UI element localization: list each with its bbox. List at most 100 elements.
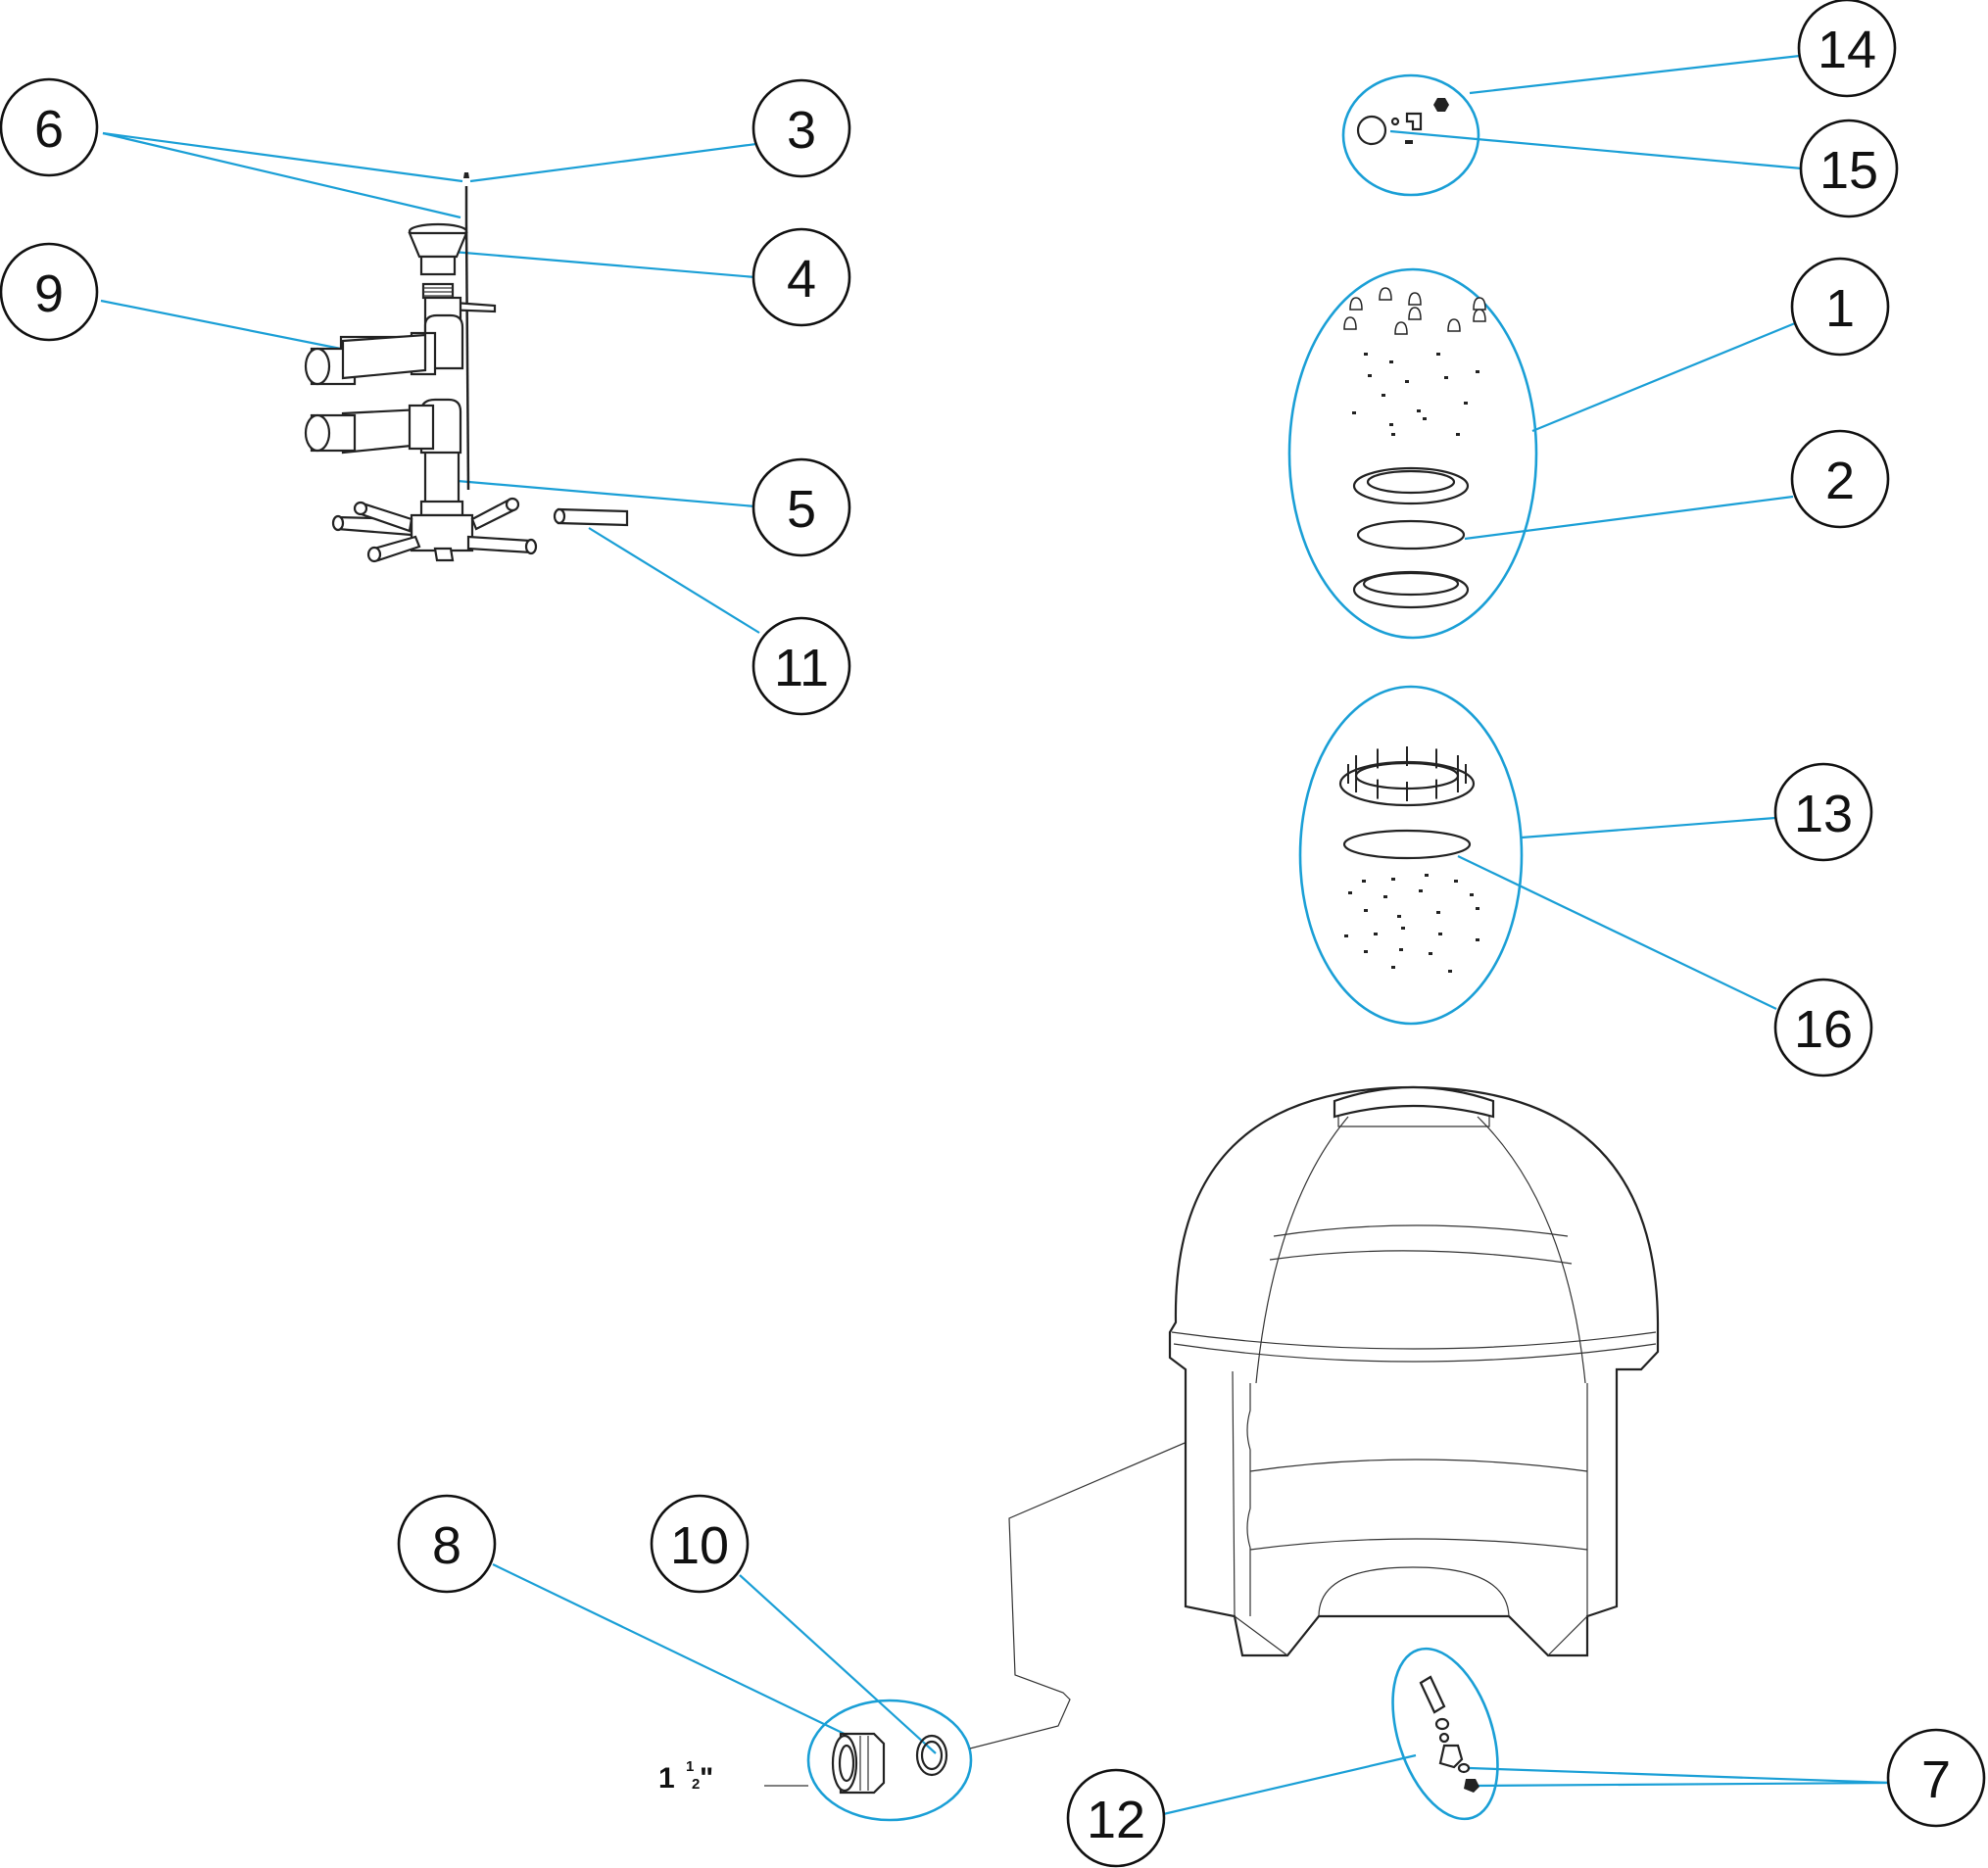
- flange-hole-1: [1391, 878, 1395, 881]
- flange-hole-14: [1401, 927, 1405, 930]
- flange-hole-16: [1476, 938, 1479, 941]
- group-ellipse-lid: [1287, 267, 1538, 640]
- lid-cap-nut-5: [1394, 321, 1408, 335]
- lid-hole-8: [1417, 409, 1421, 412]
- callout-14: 14: [1797, 0, 1897, 98]
- callout-9-label: 9: [34, 264, 64, 323]
- leader-10: [739, 1574, 937, 1754]
- callout-1: 1: [1790, 257, 1890, 357]
- lid-hole-7: [1382, 394, 1385, 397]
- drain-group: [1419, 1675, 1479, 1793]
- leader-4: [452, 250, 756, 279]
- lid-hole-6: [1476, 370, 1479, 373]
- lid-cover-top: [1362, 571, 1460, 597]
- lid-hole-2: [1436, 353, 1440, 356]
- callout-7-label: 7: [1921, 1750, 1951, 1809]
- callout-11-label: 11: [774, 639, 829, 697]
- lateral-left-back-tip: [331, 514, 345, 532]
- flange-hole-21: [1448, 970, 1452, 973]
- leader-1: [1531, 321, 1796, 433]
- funnel-part-4: [408, 231, 468, 259]
- lid-cap-nut-2: [1408, 292, 1422, 306]
- lateral-right-front: [466, 535, 533, 554]
- size-denominator: 2: [692, 1776, 700, 1793]
- leader-12: [1158, 1753, 1417, 1817]
- flange-hole-10: [1436, 911, 1440, 914]
- lateral-part-11: [557, 507, 629, 527]
- leader-6b: [102, 131, 461, 219]
- tank-window-left: [1246, 1383, 1251, 1616]
- callout-14-label: 14: [1818, 21, 1876, 79]
- valve-knob: [1356, 115, 1387, 146]
- tank-seam-2: [1173, 1343, 1657, 1363]
- callout-8: 8: [397, 1494, 497, 1594]
- pipe-upper-horizontal-left: [341, 333, 427, 380]
- tank-base-opening: [1318, 1566, 1510, 1617]
- callout-16: 16: [1773, 978, 1873, 1078]
- lid-hole-12: [1423, 417, 1427, 420]
- lid-cap-nut-3: [1473, 297, 1486, 311]
- callout-10: 10: [650, 1494, 750, 1594]
- flange-hole-7: [1470, 893, 1474, 896]
- flange-hole-18: [1399, 948, 1403, 951]
- pipe-lower-connector: [408, 404, 435, 451]
- flange-hole-17: [1364, 950, 1368, 953]
- lid-cap-nut-4: [1343, 316, 1357, 330]
- callout-6-label: 6: [34, 100, 64, 159]
- valve-seal: [1405, 140, 1413, 144]
- valve-nut: [1433, 98, 1449, 112]
- flange-hole-9: [1397, 915, 1401, 918]
- pipe-lower-cap: [304, 413, 331, 453]
- valve-washer: [1390, 117, 1400, 126]
- callout-3-label: 3: [787, 101, 816, 160]
- lateral-left-front: [372, 535, 421, 562]
- leader-6a: [102, 131, 463, 183]
- lid-hole-10: [1352, 411, 1356, 414]
- callout-7: 7: [1886, 1728, 1986, 1828]
- drain-washer-2: [1438, 1732, 1450, 1744]
- callout-13-label: 13: [1794, 785, 1853, 843]
- leader-13: [1521, 816, 1776, 839]
- lateral-down: [433, 547, 455, 562]
- flange-group: [1338, 746, 1479, 973]
- group-outlines: [806, 73, 1538, 1822]
- tank-shell: [1168, 1085, 1660, 1657]
- screw-part-3: [463, 172, 469, 178]
- group-ellipse-flange: [1298, 685, 1524, 1026]
- tank-dome-arch-right: [1477, 1116, 1586, 1384]
- leader-14: [1469, 54, 1801, 95]
- lid-hole-4: [1405, 380, 1409, 383]
- callout-5-label: 5: [787, 480, 816, 539]
- lateral-left-up-tip: [353, 501, 368, 516]
- callout-6: 6: [0, 77, 99, 177]
- tank-top-collar-band: [1333, 1085, 1495, 1119]
- hub-collar: [419, 500, 464, 517]
- flange-hole-11: [1476, 907, 1479, 910]
- group-ellipse-fitting: [806, 1699, 973, 1822]
- tank-band-top: [1273, 1224, 1569, 1237]
- hub-body: [410, 513, 474, 552]
- flange-hole-5: [1383, 895, 1387, 898]
- fitting-adapter-bore: [838, 1744, 855, 1783]
- lid-hole-11: [1389, 423, 1393, 426]
- callout-3: 3: [752, 78, 851, 178]
- lid-hole-13: [1456, 433, 1460, 436]
- leader-9: [100, 299, 371, 357]
- flange-gasket-part-16: [1342, 829, 1472, 860]
- flange-hole-3: [1454, 880, 1458, 883]
- lid-hole-5: [1444, 376, 1448, 379]
- leader-3: [469, 142, 757, 183]
- callout-2-label: 2: [1825, 452, 1855, 510]
- air-valve-assembly: [1356, 98, 1449, 146]
- lid-cap-nut-8: [1408, 307, 1422, 320]
- callout-12-label: 12: [1087, 1791, 1145, 1849]
- flange-hole-8: [1364, 909, 1368, 912]
- callout-1-label: 1: [1825, 279, 1855, 338]
- flange-hole-6: [1419, 889, 1423, 892]
- leader-7b: [1474, 1781, 1892, 1788]
- callout-9: 9: [0, 242, 99, 342]
- callout-10-label: 10: [670, 1516, 729, 1575]
- leader-8: [492, 1563, 855, 1740]
- lid-hole-14: [1391, 433, 1395, 436]
